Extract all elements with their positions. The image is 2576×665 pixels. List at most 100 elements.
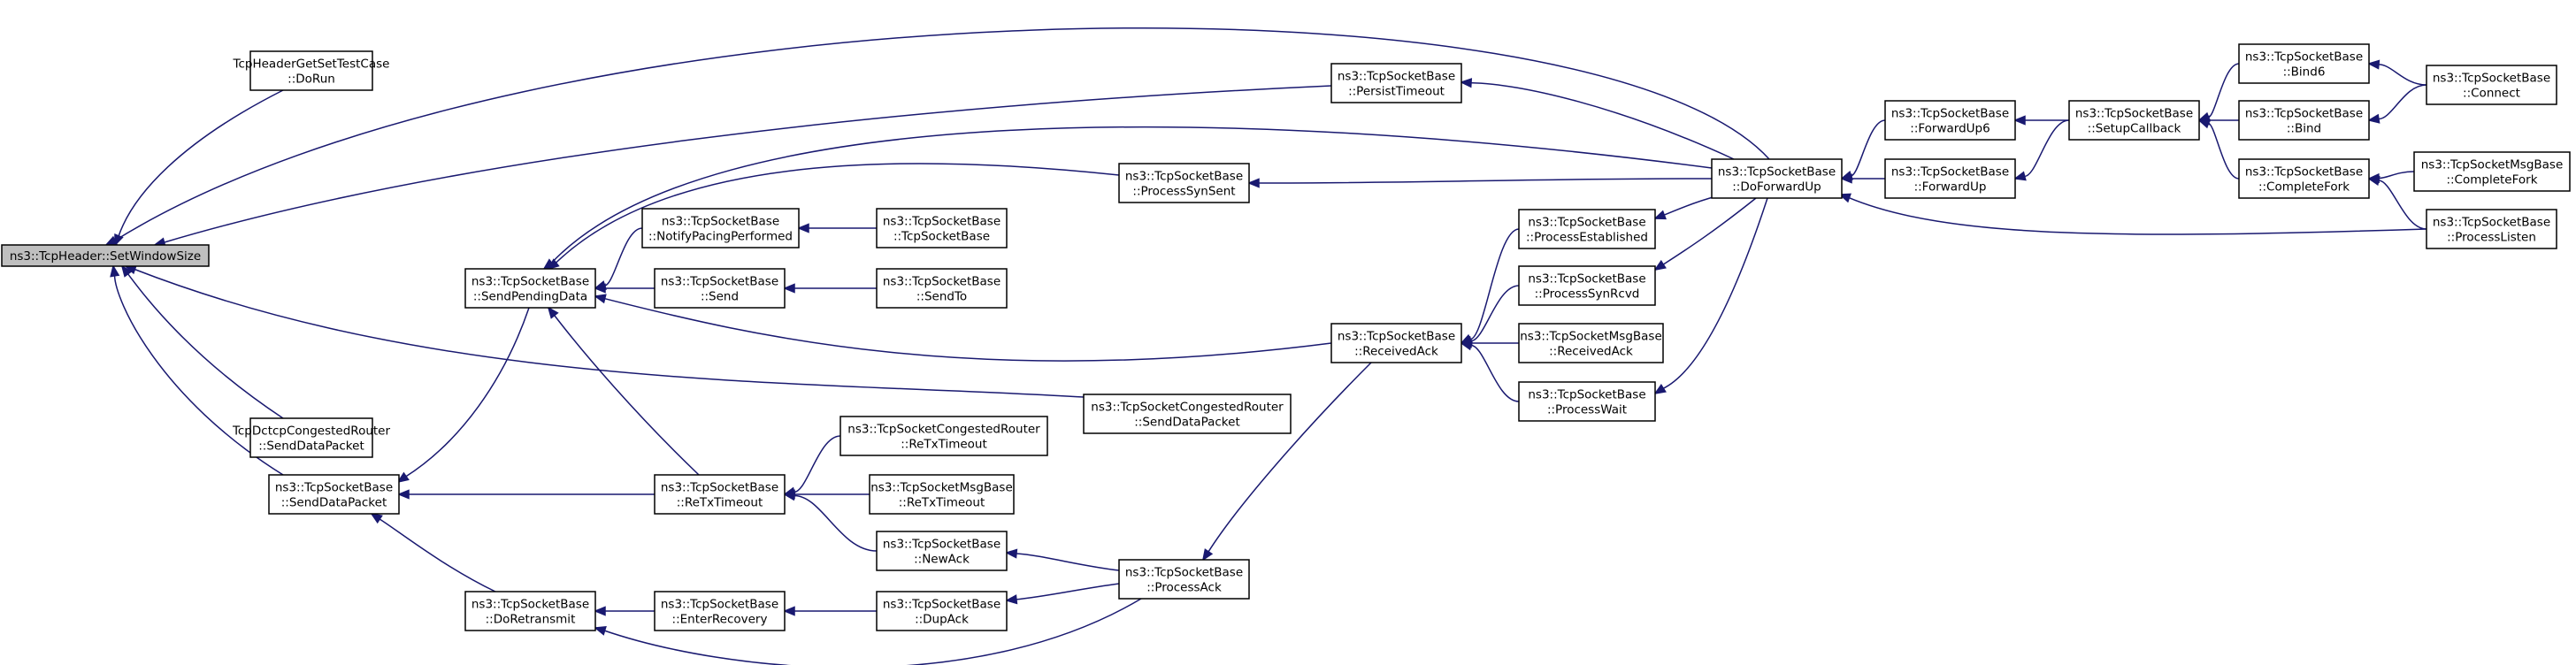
node-bind[interactable]: ns3::TcpSocketBase::Bind (2238, 100, 2370, 141)
node-label: ns3::TcpSocketBase (1718, 165, 1836, 180)
node-connect[interactable]: ns3::TcpSocketBase::Connect (2426, 65, 2557, 105)
node-label: ::CompleteFork (2446, 173, 2537, 187)
edge-recvack-to-pack (1201, 362, 1372, 562)
node-dctcp[interactable]: TcpDctcpCongestedRouter::SendDataPacket (232, 417, 391, 458)
node-fu6[interactable]: ns3::TcpSocketBase::ForwardUp6 (1884, 100, 2016, 141)
node-label: ::TcpSocketBase (893, 230, 990, 244)
node-label: ::Send (701, 290, 739, 304)
node-msgcfork[interactable]: ns3::TcpSocketMsgBase::CompleteFork (2413, 151, 2571, 192)
node-label: TcpHeaderGetSetTestCase (233, 57, 390, 72)
node-label: ::ForwardUp6 (1910, 122, 1990, 136)
node-label: ns3::TcpSocketBase (883, 598, 1000, 612)
node-doretx[interactable]: ns3::TcpSocketBase::DoRetransmit (464, 591, 596, 631)
node-label: ns3::TcpSocketCongestedRouter (847, 423, 1040, 437)
node-label: ::SetupCallback (2088, 122, 2181, 136)
node-label: ::SendTo (916, 290, 967, 304)
edge-send-to-spd (594, 283, 655, 294)
edge-layer (104, 27, 2427, 665)
edge-setcb-to-fu (2013, 119, 2070, 181)
node-persist[interactable]: ns3::TcpSocketBase::PersistTimeout (1330, 63, 1462, 103)
node-fu[interactable]: ns3::TcpSocketBase::ForwardUp (1884, 158, 2016, 199)
node-label: ::DoForwardUp (1732, 180, 1821, 195)
node-spd[interactable]: ns3::TcpSocketBase::SendPendingData (464, 268, 596, 309)
edge-pack-to-doretx (594, 598, 1142, 665)
node-pest[interactable]: ns3::TcpSocketBase::ProcessEstablished (1518, 209, 1656, 249)
node-label: ns3::TcpSocketBase (472, 598, 589, 612)
node-label: ::DoRun (288, 73, 335, 87)
edge-doretx-to-sdp (370, 512, 496, 592)
node-label: ::ReTxTimeout (677, 496, 763, 510)
node-label: ::ReTxTimeout (901, 438, 987, 452)
node-pwait[interactable]: ns3::TcpSocketBase::ProcessWait (1518, 381, 1656, 422)
node-msgretx[interactable]: ns3::TcpSocketMsgBase::ReTxTimeout (869, 474, 1015, 515)
node-sendto[interactable]: ns3::TcpSocketBase::SendTo (876, 268, 1008, 309)
edge-crretx-to-retxto (783, 435, 841, 497)
edge-fu-to-dfu (1840, 173, 1886, 184)
node-npp[interactable]: ns3::TcpSocketBase::NotifyPacingPerforme… (641, 208, 800, 248)
node-label: ns3::TcpSocketBase (1338, 330, 1455, 344)
node-dfu[interactable]: ns3::TcpSocketBase::DoForwardUp (1711, 158, 1843, 199)
node-label: ::ProcessSynSent (1132, 185, 1235, 199)
edge-dfu-to-spd (542, 126, 1713, 271)
edge-psynrcvd-to-recvack (1460, 285, 1520, 346)
edge-ctor-to-npp (797, 223, 878, 233)
node-sdp[interactable]: ns3::TcpSocketBase::SendDataPacket (268, 474, 400, 515)
edge-sdp-to-root (110, 264, 284, 476)
node-crsdp[interactable]: ns3::TcpSocketCongestedRouter::SendDataP… (1083, 394, 1292, 434)
node-crretx[interactable]: ns3::TcpSocketCongestedRouter::ReTxTimeo… (840, 416, 1048, 456)
node-label: ::Bind (2287, 122, 2321, 136)
edge-newack-to-retxto (783, 491, 878, 552)
node-bind6[interactable]: ns3::TcpSocketBase::Bind6 (2238, 43, 2370, 84)
edge-dfu-to-root (104, 27, 1770, 246)
node-label: ns3::TcpSocketBase (1891, 107, 2009, 121)
node-label: ::SendDataPacket (281, 496, 387, 510)
node-label: ::SendDataPacket (1134, 416, 1240, 430)
edge-retxto-to-spd (547, 306, 700, 476)
node-label: ::NewAck (914, 553, 970, 567)
node-label: ::ProcessListen (2447, 231, 2536, 245)
node-psynrcvd[interactable]: ns3::TcpSocketBase::ProcessSynRcvd (1518, 265, 1656, 306)
edge-connect-to-bind (2367, 84, 2427, 124)
node-label: ns3::TcpSocketBase (661, 275, 778, 289)
node-ctor[interactable]: ns3::TcpSocketBase::TcpSocketBase (876, 208, 1008, 248)
edge-pest-to-recvack (1460, 228, 1520, 344)
node-label: ns3::TcpSocketBase (661, 598, 778, 612)
node-entrec[interactable]: ns3::TcpSocketBase::EnterRecovery (654, 591, 786, 631)
node-label: ::ReceivedAck (1354, 345, 1438, 359)
node-psynsent[interactable]: ns3::TcpSocketBase::ProcessSynSent (1118, 163, 1250, 203)
node-plisten[interactable]: ns3::TcpSocketBase::ProcessListen (2426, 209, 2557, 249)
node-cfork[interactable]: ns3::TcpSocketBase::CompleteFork (2238, 158, 2370, 199)
node-label: ns3::TcpSocketBase (2433, 72, 2550, 86)
node-dupack[interactable]: ns3::TcpSocketBase::DupAck (876, 591, 1008, 631)
node-label: ns3::TcpSocketBase (1891, 165, 2009, 180)
node-label: ns3::TcpSocketBase (661, 481, 778, 495)
node-label: ns3::TcpSocketBase (2075, 107, 2193, 121)
node-msgrecvack[interactable]: ns3::TcpSocketMsgBase::ReceivedAck (1518, 323, 1664, 363)
node-label: ::NotifyPacingPerformed (648, 230, 793, 244)
node-label: ns3::TcpSocketBase (1125, 170, 1243, 184)
node-label: ns3::TcpSocketBase (2433, 216, 2550, 230)
node-label: ns3::TcpSocketBase (2245, 50, 2363, 65)
node-label: ns3::TcpSocketBase (1528, 272, 1645, 287)
node-root: ns3::TcpHeader::SetWindowSize (1, 244, 210, 267)
node-label: ns3::TcpSocketMsgBase (870, 481, 1013, 495)
node-recvack[interactable]: ns3::TcpSocketBase::ReceivedAck (1330, 323, 1462, 363)
edge-connect-to-bind6 (2367, 59, 2427, 86)
node-setcb[interactable]: ns3::TcpSocketBase::SetupCallback (2068, 100, 2200, 141)
edge-fu6-to-dfu (1840, 119, 1886, 180)
node-newack[interactable]: ns3::TcpSocketBase::NewAck (876, 531, 1008, 571)
edge-dupack-to-entrec (783, 606, 877, 616)
edge-pwait-to-recvack (1460, 340, 1520, 402)
node-label: ::ReceivedAck (1549, 345, 1633, 359)
node-label: ::ProcessSynRcvd (1535, 287, 1640, 302)
node-send[interactable]: ns3::TcpSocketBase::Send (654, 268, 786, 309)
node-label: ::PersistTimeout (1348, 85, 1445, 99)
node-label: ns3::TcpSocketBase (1125, 566, 1243, 580)
node-pack[interactable]: ns3::TcpSocketBase::ProcessAck (1118, 559, 1250, 600)
node-retxto[interactable]: ns3::TcpSocketBase::ReTxTimeout (654, 474, 786, 515)
node-label: ns3::TcpSocketBase (883, 215, 1000, 229)
node-label: ns3::TcpHeader::SetWindowSize (10, 249, 201, 264)
edge-retxto-to-sdp (397, 489, 656, 500)
node-hgs[interactable]: TcpHeaderGetSetTestCase::DoRun (233, 50, 390, 91)
node-label: ns3::TcpSocketMsgBase (2421, 158, 2564, 172)
